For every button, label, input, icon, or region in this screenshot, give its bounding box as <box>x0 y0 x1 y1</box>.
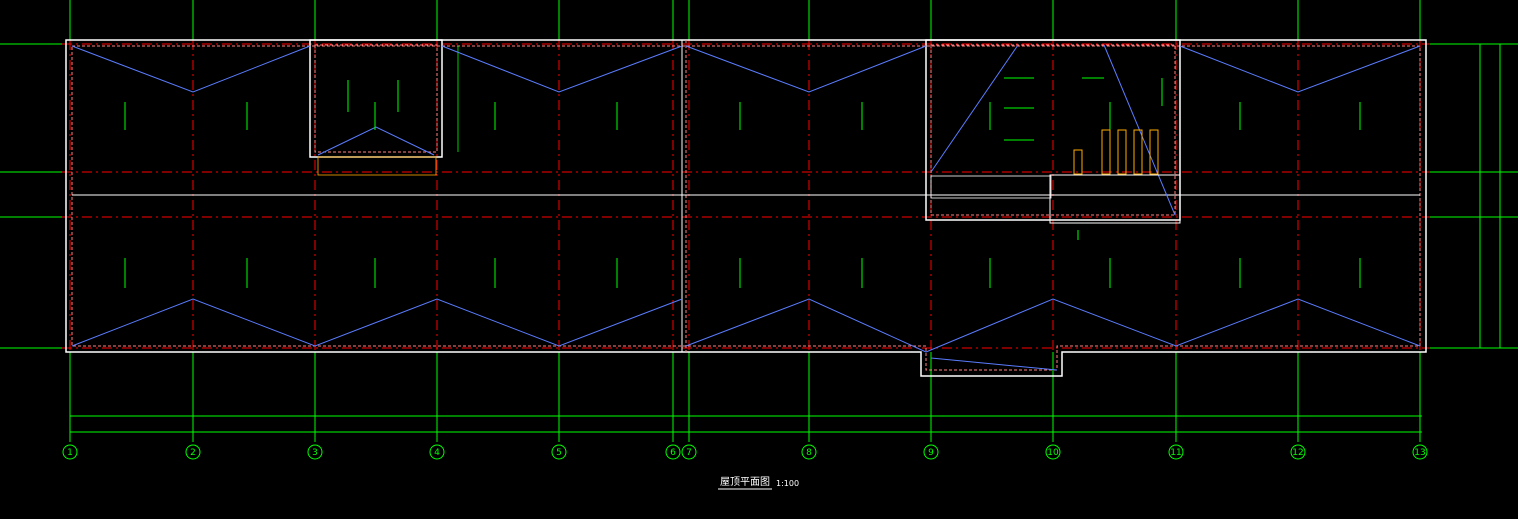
axis-bubble-7 <box>681 444 697 460</box>
stair-roof-box-right <box>925 39 1181 224</box>
axis-bubble-5 <box>551 444 567 460</box>
axis-label-13: 13 <box>1414 448 1425 458</box>
axis-label-8: 8 <box>806 448 812 458</box>
axis-label-1: 1 <box>67 448 73 458</box>
axis-grid-vertical <box>69 0 1421 442</box>
drawing-title: 屋顶平面图 <box>720 476 770 488</box>
axis-label-9: 9 <box>928 448 934 458</box>
axis-bubble-1 <box>62 444 78 460</box>
axis-bubble-12 <box>1290 444 1306 460</box>
stair-treads <box>1073 129 1159 175</box>
axis-bubble-11 <box>1168 444 1184 460</box>
axis-label-2: 2 <box>190 448 196 458</box>
axis-label-5: 5 <box>556 448 562 458</box>
roof-ridge-lines <box>71 45 1421 371</box>
axis-grid-horizontal <box>0 43 1518 349</box>
roof-outline <box>65 39 1427 377</box>
red-axis-lines <box>62 43 1430 349</box>
drainage-arrows <box>124 77 1361 288</box>
red-axis-lines-vertical <box>69 40 1421 352</box>
axis-bubble-10 <box>1045 444 1061 460</box>
axis-label-12: 12 <box>1292 448 1303 458</box>
axis-bubble-2 <box>185 444 201 460</box>
drawing-title-block: 屋顶平面图 1:100 <box>718 476 799 490</box>
axis-bubble-3 <box>307 444 323 460</box>
axis-label-3: 3 <box>312 448 318 458</box>
axis-bubble-6 <box>665 444 681 460</box>
dimension-lines <box>70 415 1422 433</box>
axis-bubble-4 <box>429 444 445 460</box>
axis-label-6: 6 <box>670 448 676 458</box>
axis-label-11: 11 <box>1170 448 1181 458</box>
axis-label-10: 10 <box>1047 448 1059 458</box>
stair-roof-box-left <box>309 39 459 176</box>
axis-label-4: 4 <box>434 448 440 458</box>
drawing-scale: 1:100 <box>776 479 799 488</box>
axis-bubble-8 <box>801 444 817 460</box>
axis-label-7: 7 <box>686 448 692 458</box>
axis-bubble-13 <box>1412 444 1428 460</box>
axis-bubble-9 <box>923 444 939 460</box>
